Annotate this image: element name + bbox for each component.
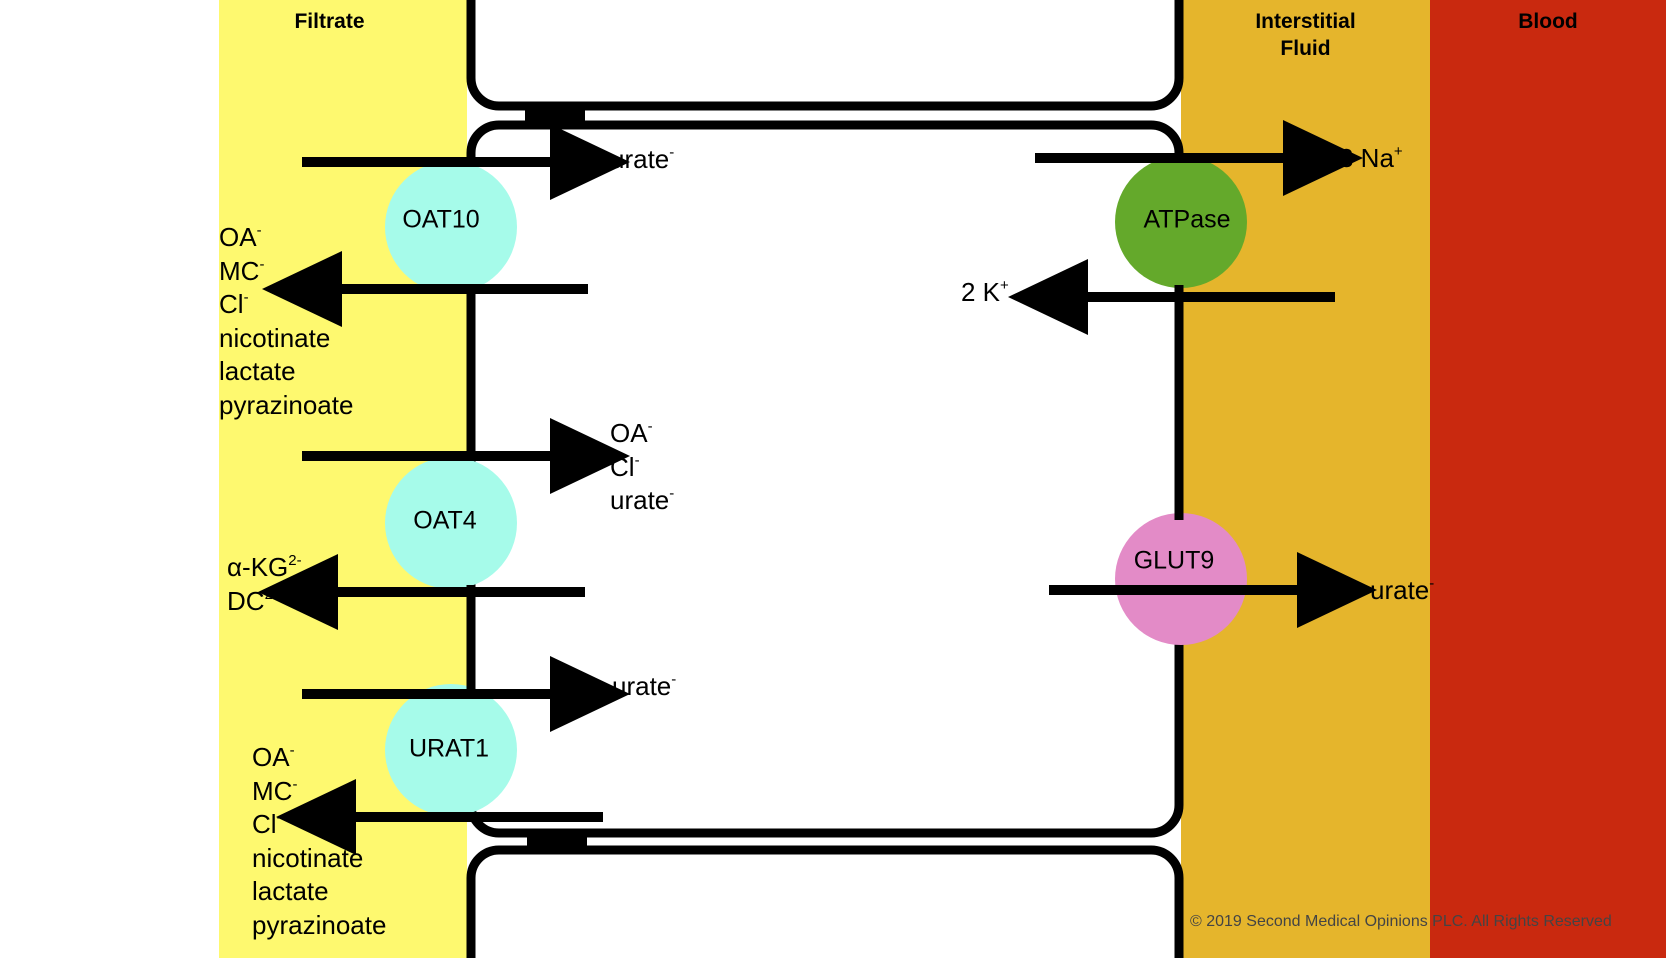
substrate-line: α-KG2-: [227, 552, 302, 582]
substrate-line: urate-: [610, 485, 675, 515]
urat1-inward-substrates: urate-: [612, 670, 676, 704]
tight-junction-bottom: [527, 831, 587, 852]
lower-neighbor-cell: [466, 845, 1184, 958]
substrate-line: MC-: [252, 775, 298, 806]
copyright-notice: © 2019 Second Medical Opinions PLC. All …: [1190, 913, 1612, 930]
oat4-label: OAT4: [413, 507, 477, 535]
substrate-line: 2 K+: [961, 277, 1009, 307]
substrate-line: urate-: [610, 144, 675, 174]
substrate-line: OA-: [610, 418, 653, 448]
substrate-line: lactate: [219, 356, 296, 386]
substrate-line: OA-: [219, 222, 262, 252]
oat4-inward-substrates: OA-Cl-urate-: [610, 417, 674, 518]
substrate-line: Cl-: [610, 451, 640, 482]
oat4-outward-substrates: α-KG2-DC2-: [227, 551, 302, 618]
interstitial-title: Interstitial Fluid: [1255, 10, 1356, 60]
upper-neighbor-cell: [466, 0, 1184, 111]
atpase-inward-ions: 2 K+: [961, 276, 1009, 310]
urat1-transporter: [385, 684, 517, 816]
substrate-line: urate-: [612, 671, 677, 701]
atpase-outward-ions: 3 Na+: [1339, 142, 1403, 176]
blood-title: Blood: [1518, 10, 1578, 33]
substrate-line: nicotinate: [219, 322, 331, 353]
oat4-transporter: [385, 457, 517, 589]
substrate-line: 3 Na+: [1339, 143, 1403, 173]
atpase-transporter: [1115, 156, 1247, 288]
filtrate-title: Filtrate: [294, 10, 365, 33]
tubule-cell: [466, 120, 1184, 838]
substrate-line: MC-: [219, 255, 265, 286]
oat10-label: OAT10: [402, 206, 479, 234]
substrate-line: pyrazinoate: [219, 389, 354, 420]
substrate-line: nicotinate: [252, 842, 364, 873]
blood-region: [1430, 0, 1666, 958]
glut9-label: GLUT9: [1134, 547, 1215, 575]
substrate-line: DC2-: [227, 585, 278, 616]
oat10-transporter: [385, 161, 517, 293]
atpase-label: ATPase: [1143, 206, 1230, 234]
substrate-line: pyrazinoate: [252, 909, 387, 940]
substrate-line: lactate: [252, 876, 329, 906]
oat10-inward-substrates: urate-: [610, 143, 674, 177]
tight-junction-top: [525, 104, 585, 126]
substrate-line: OA-: [252, 742, 295, 772]
substrate-line: urate-: [1370, 575, 1435, 605]
urat1-label: URAT1: [409, 735, 489, 763]
substrate-line: Cl-: [252, 809, 282, 839]
substrate-line: Cl-: [219, 289, 249, 319]
glut9-transporter: [1115, 513, 1247, 645]
glut9-outward-substrates: urate-: [1370, 574, 1434, 608]
